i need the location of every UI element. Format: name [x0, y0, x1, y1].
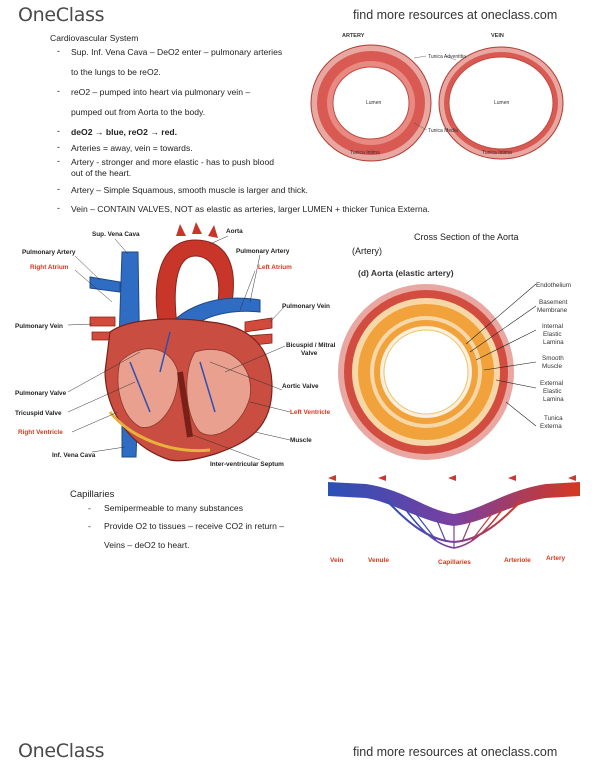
note-bullet: to the lungs to be reO2. [71, 67, 161, 77]
footer-oneclass-logo[interactable]: OneClass [18, 740, 105, 762]
internal-lamina-label: Lamina [543, 339, 564, 346]
tunica-label: Tunica [544, 415, 563, 422]
tunica-intima-artery-label: Tunica Intima [350, 150, 380, 156]
note-bullet: Vein – CONTAIN VALVES, NOT as elastic as… [71, 204, 430, 214]
aorta-fig-title: (d) Aorta (elastic artery) [358, 268, 454, 278]
vein-label: VEIN [491, 33, 504, 39]
note-bullet: Arteries = away, vein = towards. [71, 143, 193, 153]
capillary-bullet: Semipermeable to many substances [104, 503, 244, 513]
artery-vein-figure: ARTERY VEIN Lumen Lumen Tunica Adventiti… [310, 33, 564, 162]
internal-elastic-label: Elastic [543, 331, 562, 338]
pulmonary-valve-label: Pulmonary Valve [15, 390, 67, 397]
aorta-cross-section-figure: (d) Aorta (elastic artery) Endothelium B… [338, 268, 571, 460]
pulmonary-vein-right-label: Pulmonary Vein [282, 303, 330, 310]
muscle-label: Muscle [290, 437, 312, 444]
note-bullet: out of the heart. [71, 168, 132, 178]
capillary-bed-figure: Vein Venule Capillaries Arteriole Artery [328, 475, 580, 566]
note-bullet: Artery – Simple Squamous, smooth muscle … [71, 185, 308, 195]
inf-vena-cava-label: Inf. Vena Cava [52, 452, 96, 459]
endothelium-label: Endothelium [536, 282, 571, 289]
aorta-section-title: Cross Section of the Aorta [414, 232, 519, 242]
tunica-intima-vein-label: Tunica Intima [482, 150, 512, 156]
artery-label: ARTERY [342, 33, 365, 39]
aortic-valve-label: Aortic Valve [282, 383, 319, 390]
tunica-media-label: Tunica Media [428, 128, 458, 134]
notes-title: Cardiovascular System [50, 33, 139, 43]
tricuspid-valve-label: Tricuspid Valve [15, 410, 62, 417]
membrane-label: Membrane [537, 307, 568, 314]
venule-label: Venule [368, 557, 389, 564]
note-bullet: reO2 – pumped into heart via pulmonary v… [71, 87, 251, 97]
aorta-section-subtitle: (Artery) [352, 246, 382, 256]
lumen-artery-label: Lumen [366, 100, 382, 106]
pulmonary-artery-right-label: Pulmonary Artery [236, 248, 290, 255]
smooth-label: Smooth [542, 355, 564, 362]
note-bullet: pumped out from Aorta to the body. [71, 107, 206, 117]
lumen-vein-label: Lumen [494, 100, 510, 106]
artery-label: Artery [546, 555, 566, 562]
note-bullet: Artery - stronger and more elastic - has… [71, 157, 275, 167]
arteriole-label: Arteriole [504, 557, 531, 564]
septum-label: Inter-ventricular Septum [210, 461, 284, 468]
external-elastic-label: Elastic [543, 388, 562, 395]
footer-logo-text: OneClass [18, 740, 105, 762]
tunica-adventitia-label: Tunica Adventitia [428, 54, 466, 60]
externa-label: Externa [540, 423, 562, 430]
vein-label: Vein [330, 557, 343, 564]
left-atrium-label: Left Atrium [258, 264, 292, 271]
footer-resources-link[interactable]: find more resources at oneclass.com [353, 745, 558, 759]
basement-label: Basement [539, 299, 568, 306]
note-bullet: deO2 → blue, reO2 → red. [71, 127, 178, 137]
capillary-bullet: Provide O2 to tissues – receive CO2 in r… [104, 521, 285, 531]
internal-label: Internal [542, 323, 563, 330]
heart-diagram: Sup. Vena Cava Aorta Pulmonary Artery Pu… [15, 222, 336, 468]
external-lamina-label: Lamina [543, 396, 564, 403]
header-logo-text: OneClass [18, 4, 105, 26]
external-label: External [540, 380, 563, 387]
left-ventricle-label: Left Ventricle [290, 409, 331, 416]
mitral-valve-label: Valve [301, 350, 318, 357]
muscle-label: Muscle [542, 363, 562, 370]
right-ventricle-label: Right Ventricle [18, 429, 63, 436]
pulmonary-artery-left-label: Pulmonary Artery [22, 249, 76, 256]
right-atrium-label: Right Atrium [30, 264, 69, 271]
bicuspid-valve-label: Bicuspid / Mitral [286, 342, 336, 349]
note-bullet: Sup. Inf. Vena Cava – DeO2 enter – pulmo… [71, 47, 283, 57]
oneclass-logo[interactable]: OneClass [18, 4, 105, 26]
capillaries-title: Capillaries [70, 489, 115, 500]
header-resources-link[interactable]: find more resources at oneclass.com [353, 8, 558, 22]
aorta-label: Aorta [226, 228, 243, 235]
pulmonary-vein-left-label: Pulmonary Vein [15, 323, 63, 330]
sup-vena-cava-label: Sup. Vena Cava [92, 231, 140, 238]
capillary-bullet: Veins – deO2 to heart. [104, 540, 190, 550]
capillaries-label: Capillaries [438, 559, 471, 566]
